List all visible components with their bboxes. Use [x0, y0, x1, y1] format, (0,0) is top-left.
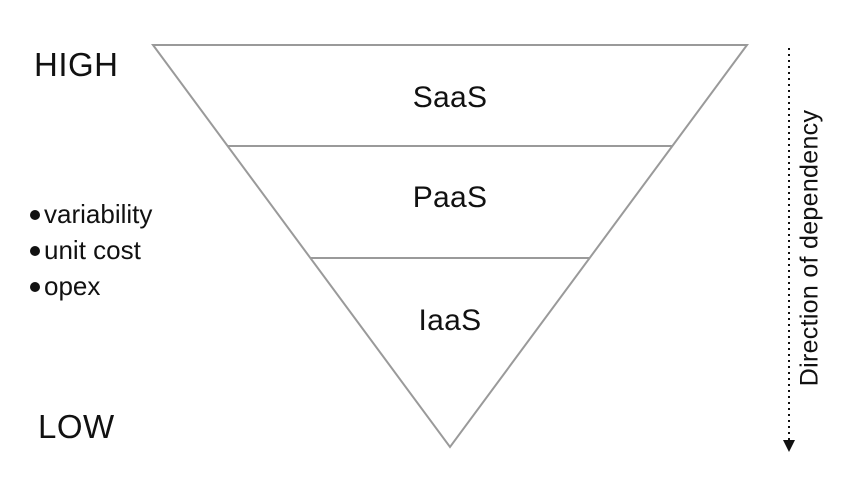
attribute-item-variability: variability	[30, 196, 152, 232]
attribute-item-opex: opex	[30, 268, 152, 304]
bullet-icon	[30, 210, 40, 220]
low-label: LOW	[38, 408, 115, 445]
bullet-icon	[30, 246, 40, 256]
attribute-text: unit cost	[44, 235, 141, 265]
attribute-text: opex	[44, 271, 101, 301]
dependency-direction-label: Direction of dependency	[795, 109, 824, 387]
high-label: HIGH	[34, 46, 119, 83]
attribute-list: variability unit cost opex	[30, 196, 152, 304]
bullet-icon	[30, 282, 40, 292]
dependency-arrow-head	[783, 440, 795, 452]
layer-label-paas: PaaS	[412, 181, 488, 214]
attribute-text: variability	[44, 199, 153, 229]
attribute-item-unit-cost: unit cost	[30, 232, 152, 268]
layer-label-saas: SaaS	[412, 81, 488, 114]
pyramid-outline	[151, 44, 749, 449]
layer-label-iaas: IaaS	[418, 304, 482, 337]
